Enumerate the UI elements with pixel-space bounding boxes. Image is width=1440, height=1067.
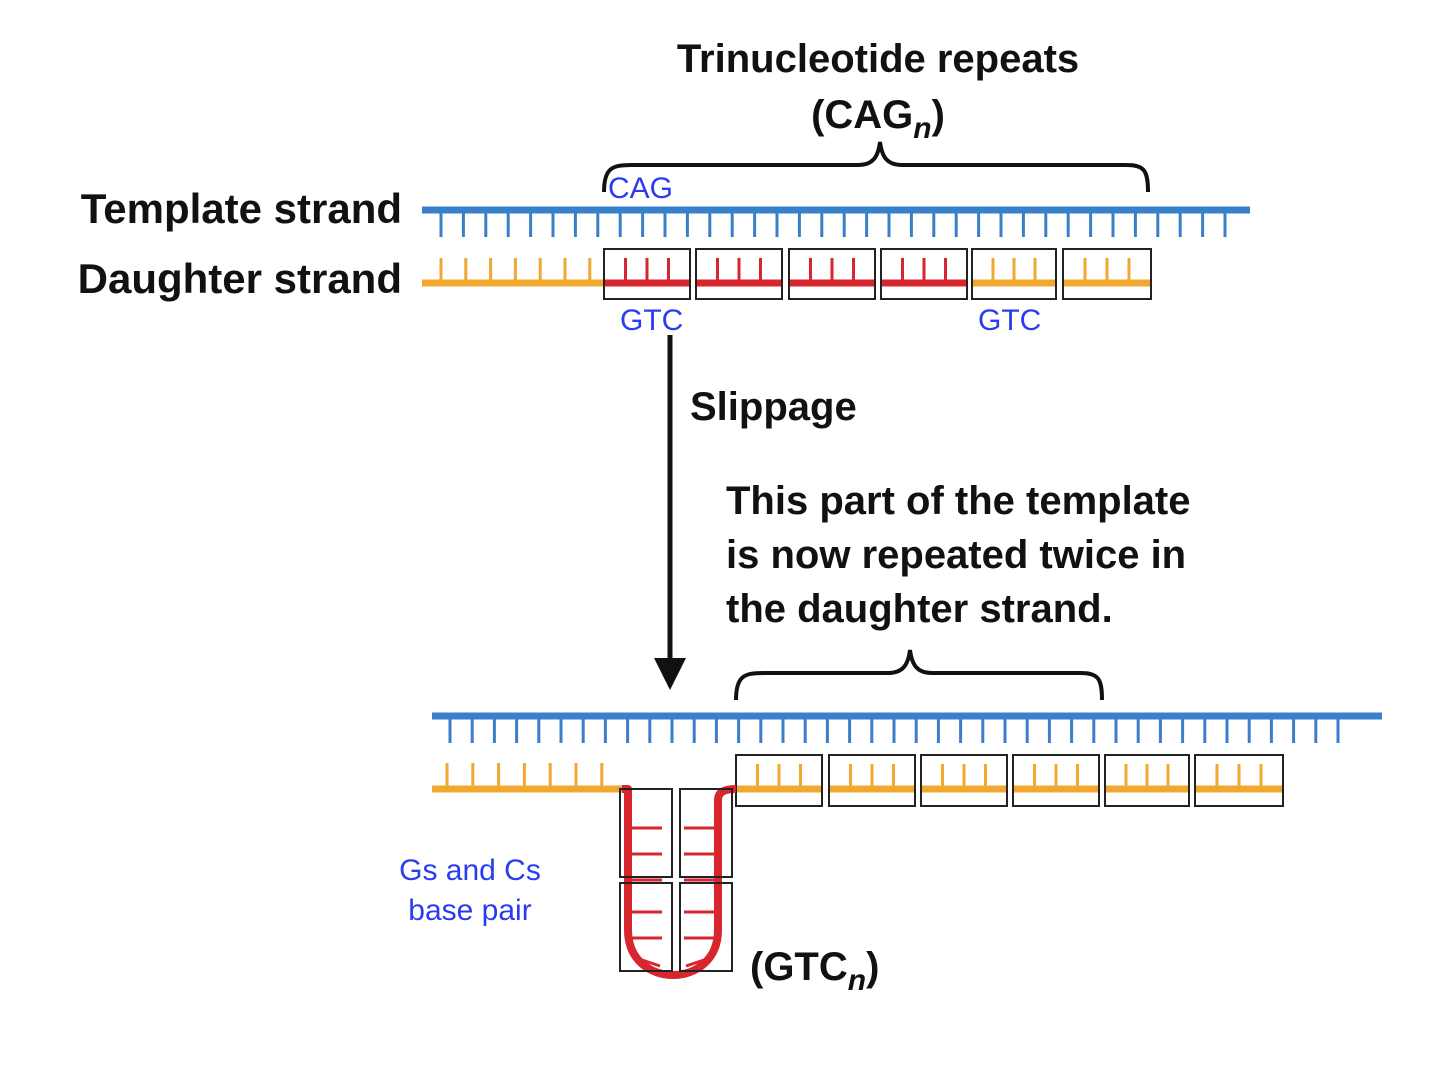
hairpin-repeat-box bbox=[619, 882, 673, 972]
repeat-unit-box bbox=[1062, 248, 1152, 300]
repeat-unit-box bbox=[920, 754, 1008, 807]
repeat-unit-box bbox=[1012, 754, 1100, 807]
hairpin-repeat-box bbox=[619, 788, 673, 878]
daughter-strand-label: Daughter strand bbox=[78, 255, 402, 302]
bottom-daughter-strand bbox=[432, 763, 622, 793]
repeat-unit-box bbox=[1104, 754, 1190, 807]
note-line-3: the daughter strand. bbox=[726, 587, 1113, 631]
cag-n-label: (CAGn) bbox=[811, 93, 945, 145]
repeat-brace-top bbox=[602, 141, 1150, 193]
hairpin-base-tick bbox=[685, 956, 711, 968]
hairpin-repeat-box bbox=[679, 788, 733, 878]
gtc-right-label: GTC bbox=[978, 304, 1041, 337]
gtc-n-label: (GTCn) bbox=[750, 945, 879, 997]
slippage-label: Slippage bbox=[690, 385, 857, 429]
cag-codon-label: CAG bbox=[608, 172, 673, 205]
bottom-template-strand bbox=[432, 712, 1382, 743]
trinucleotide-title: Trinucleotide repeats bbox=[677, 37, 1079, 81]
hairpin-base-tick bbox=[635, 956, 661, 968]
gs-cs-label-line-2: base pair bbox=[408, 894, 531, 927]
bottom-repeat-boxes bbox=[735, 754, 1284, 807]
top-repeat-boxes bbox=[603, 248, 1152, 300]
repeat-unit-box bbox=[603, 248, 691, 300]
repeat-brace-bottom bbox=[734, 649, 1104, 701]
gtc-left-label: GTC bbox=[620, 304, 683, 337]
repeat-unit-box bbox=[880, 248, 968, 300]
top-daughter-strand bbox=[422, 258, 604, 287]
note-line-2: is now repeated twice in bbox=[726, 533, 1186, 577]
repeat-unit-box bbox=[788, 248, 876, 300]
repeat-unit-box bbox=[828, 754, 916, 807]
top-template-strand bbox=[422, 206, 1250, 237]
repeat-unit-box bbox=[971, 248, 1057, 300]
gtc-hairpin-loop bbox=[619, 785, 737, 979]
note-line-1: This part of the template bbox=[726, 479, 1191, 523]
hairpin-repeat-box bbox=[679, 882, 733, 972]
template-strand-label: Template strand bbox=[81, 185, 402, 232]
repeat-unit-box bbox=[695, 248, 783, 300]
gs-cs-label-line-1: Gs and Cs bbox=[399, 854, 541, 887]
repeat-unit-box bbox=[1194, 754, 1284, 807]
slippage-arrow-head bbox=[654, 658, 686, 690]
repeat-unit-box bbox=[735, 754, 823, 807]
